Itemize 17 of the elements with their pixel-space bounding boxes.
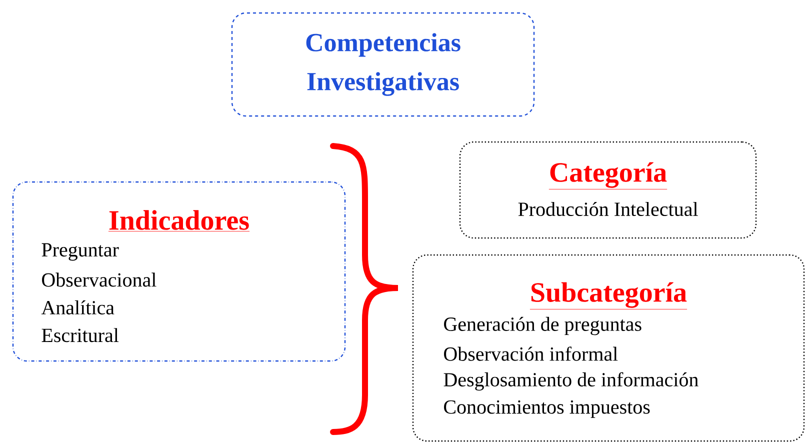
category-box	[459, 141, 757, 239]
list-item: Desglosamiento de información	[444, 372, 698, 391]
title-box	[231, 12, 535, 117]
list-item: Analítica	[41, 300, 114, 314]
list-item: Preguntar	[42, 243, 119, 261]
list-item: Generación de preguntas	[444, 316, 642, 336]
list-item: Conocimientos impuestos	[444, 400, 650, 418]
list-item: Observacional	[42, 272, 156, 287]
body-text: Producción Intelectual	[518, 202, 698, 216]
indicator-box	[12, 181, 346, 362]
heading-text: Subcategoría	[530, 282, 688, 310]
list-item: Observación informal	[444, 346, 618, 361]
list-item: Escritural	[42, 328, 119, 342]
heading-text: Categoría	[548, 162, 668, 190]
heading-text: Indicadores	[108, 210, 250, 232]
subcategory-box	[412, 254, 805, 442]
title-text: Competencias Investigativas	[306, 33, 460, 96]
